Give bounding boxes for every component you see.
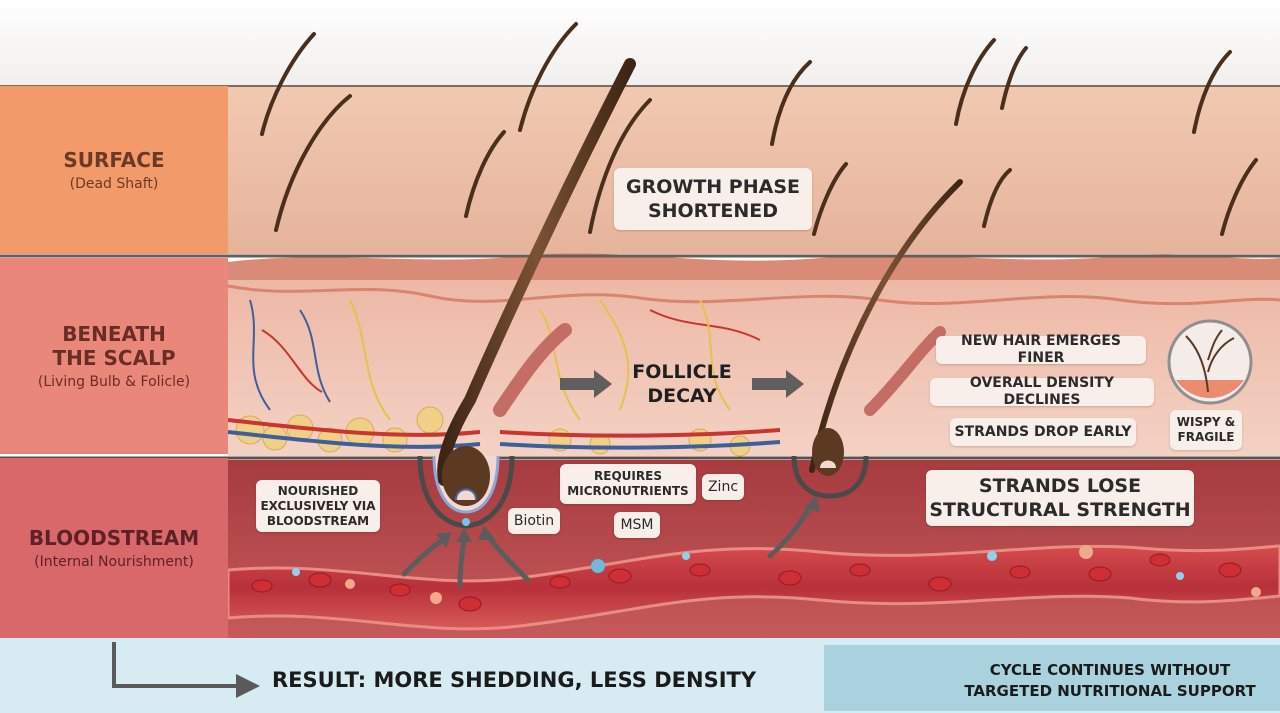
nourished-line3: BLOODSTREAM [266, 513, 370, 528]
result-text: RESULT: MORE SHEDDING, LESS DENSITY [272, 668, 757, 692]
biotin-text: Biotin [513, 512, 555, 529]
nourished-line1: NOURISHED [277, 483, 359, 498]
beneath-subtitle: (Living Bulb & Folicle) [37, 374, 191, 390]
layer-label-surface: SURFACE (Dead Shaft) [0, 86, 228, 254]
cycle-text: CYCLE CONTINUES WITHOUT TARGETED NUTRITI… [940, 660, 1280, 702]
new-hair-finer-label: NEW HAIR EMERGES FINER [936, 333, 1146, 366]
beneath-title-line2: THE SCALP [52, 346, 176, 370]
arrector-muscle-right [864, 326, 946, 416]
follicle-decay-line2: DECAY [647, 385, 717, 407]
cycle-line1: CYCLE CONTINUES WITHOUT [989, 661, 1231, 679]
result-arrowhead [236, 674, 260, 698]
epidermis-edge [228, 253, 1280, 282]
wispy-line2: FRAGILE [1177, 430, 1235, 444]
nutrient-particles [292, 545, 1261, 604]
requires-line2: MICRONUTRIENTS [567, 484, 689, 498]
bloodstream-title: BLOODSTREAM [28, 526, 200, 550]
bloodstream-subtitle: (Internal Nourishment) [34, 554, 194, 570]
zinc-text: Zinc [707, 478, 739, 495]
growth-phase-label: GROWTH PHASE SHORTENED [614, 168, 812, 230]
surface-subtitle: (Dead Shaft) [69, 176, 159, 192]
strands-drop-label: STRANDS DROP EARLY [950, 418, 1136, 446]
red-blood-cells [251, 553, 1242, 612]
msm-label: MSM [614, 512, 660, 538]
surface-title: SURFACE [63, 148, 165, 172]
follicle-decay-label: FOLLICLE DECAY [612, 360, 752, 408]
strands-drop-text: STRANDS DROP EARLY [954, 423, 1132, 440]
strength-line2: STRUCTURAL STRENGTH [929, 499, 1191, 521]
density-declines-text: OVERALL DENSITY DECLINES [969, 375, 1115, 408]
surface-hairs [260, 22, 1258, 236]
nourished-label: NOURISHED EXCLUSIVELY VIA BLOODSTREAM [256, 480, 380, 532]
miniaturized-follicle [791, 179, 963, 499]
arrector-muscle-left [493, 323, 572, 417]
strength-line1: STRANDS LOSE [978, 475, 1142, 497]
beneath-title-line1: BENEATH [62, 322, 166, 346]
new-hair-finer-text: NEW HAIR EMERGES FINER [961, 333, 1121, 366]
follicle-decay-line1: FOLLICLE [632, 361, 732, 383]
process-arrows [560, 370, 804, 398]
wispy-hair-icon [1167, 319, 1253, 405]
layer-label-beneath: BENEATH THE SCALP (Living Bulb & Folicle… [0, 258, 228, 454]
dermis-texture [227, 284, 1280, 306]
cycle-line2: TARGETED NUTRITIONAL SUPPORT [964, 682, 1256, 700]
sky-background [0, 0, 1280, 86]
requires-micronutrients-label: REQUIRES MICRONUTRIENTS [560, 464, 696, 504]
nourished-line2: EXCLUSIVELY VIA [260, 498, 376, 513]
requires-line1: REQUIRES [594, 469, 662, 483]
zinc-label: Zinc [702, 474, 744, 500]
growth-phase-line1: GROWTH PHASE [625, 176, 800, 198]
healthy-follicle [417, 58, 636, 529]
layer-label-bloodstream: BLOODSTREAM (Internal Nourishment) [0, 458, 228, 638]
nutrient-arrowheads [436, 496, 820, 548]
wispy-line1: WISPY & [1176, 415, 1236, 429]
msm-text: MSM [620, 516, 654, 533]
growth-phase-line2: SHORTENED [647, 200, 779, 222]
cycle-box [824, 645, 1280, 711]
arrow-right-icon [112, 642, 240, 688]
structural-strength-label: STRANDS LOSE STRUCTURAL STRENGTH [926, 470, 1194, 526]
biotin-label: Biotin [508, 508, 560, 534]
wispy-label: WISPY & FRAGILE [1170, 410, 1242, 450]
density-declines-label: OVERALL DENSITY DECLINES [930, 375, 1154, 408]
